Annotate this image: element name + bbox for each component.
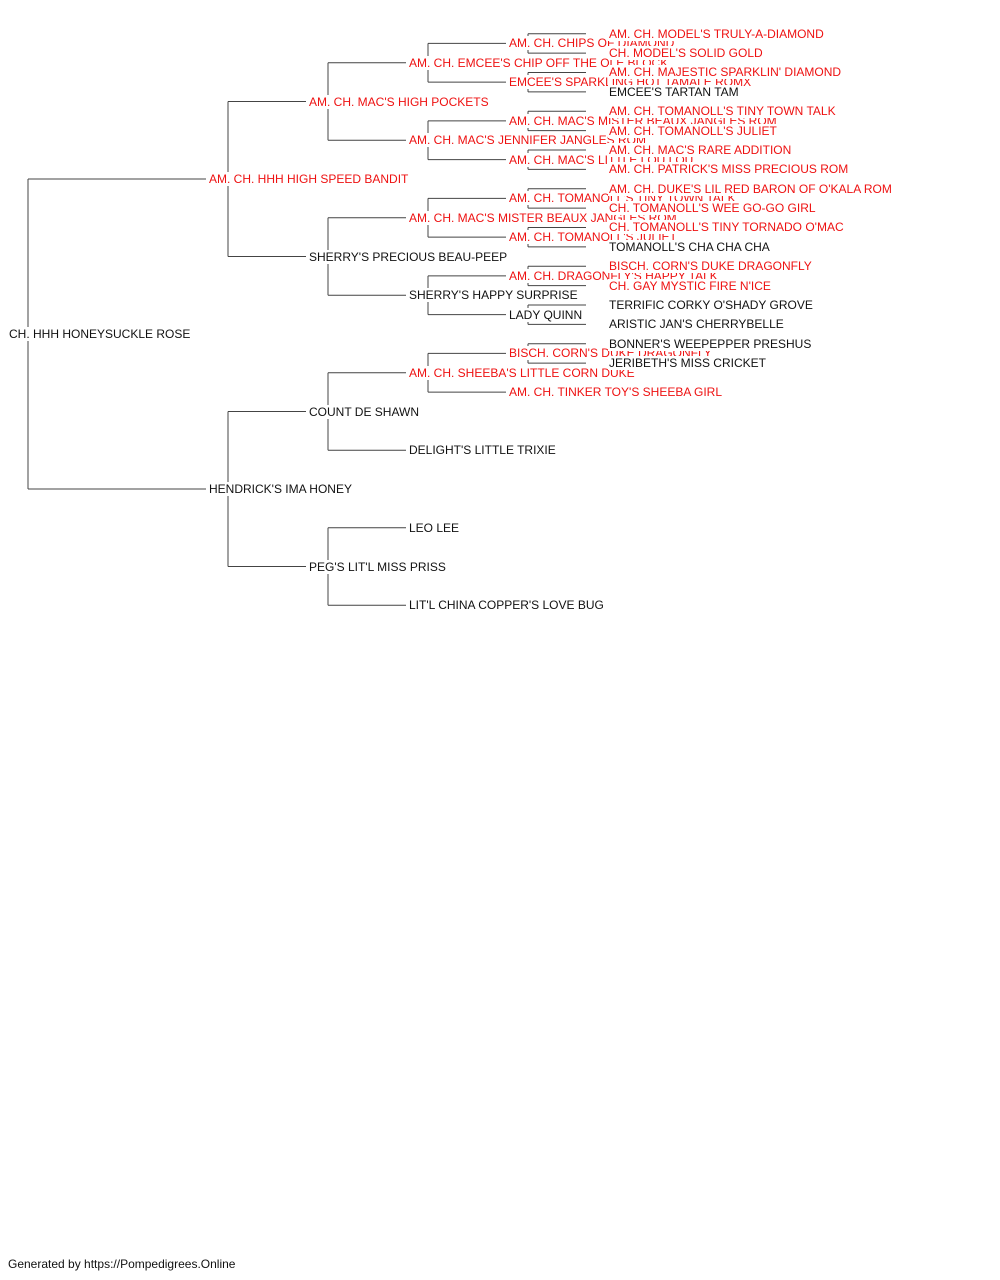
- pedigree-node-am-ch-model-s-truly-a-diamond: AM. CH. MODEL'S TRULY-A-DIAMOND: [608, 26, 825, 41]
- pedigree-node-hendrick-s-ima-honey: HENDRICK'S IMA HONEY: [208, 482, 353, 496]
- pedigree-node-ch-gay-mystic-fire-n-ice: CH. GAY MYSTIC FIRE N'ICE: [608, 278, 772, 293]
- footer-credit: Generated by https://Pompedigrees.Online: [8, 1257, 236, 1271]
- pedigree-node-sherry-s-happy-surprise: SHERRY'S HAPPY SURPRISE: [408, 288, 579, 303]
- pedigree-node-am-ch-tomanoll-s-tiny-town-talk: AM. CH. TOMANOLL'S TINY TOWN TALK: [608, 104, 837, 119]
- pedigree-node-sherry-s-precious-beau-peep: SHERRY'S PRECIOUS BEAU-PEEP: [308, 249, 509, 264]
- pedigree-node-am-ch-mac-s-jennifer-jangles-rom: AM. CH. MAC'S JENNIFER JANGLES ROM: [408, 133, 647, 148]
- pedigree-node-lady-quinn: LADY QUINN: [508, 307, 584, 322]
- pedigree-node-ch-tomanoll-s-wee-go-go-girl: CH. TOMANOLL'S WEE GO-GO GIRL: [608, 201, 817, 216]
- pedigree-node-am-ch-duke-s-lil-red-baron-of-o-kala-rom: AM. CH. DUKE'S LIL RED BARON OF O'KALA R…: [608, 181, 893, 196]
- pedigree-node-lit-l-china-copper-s-love-bug: LIT'L CHINA COPPER'S LOVE BUG: [408, 598, 605, 613]
- pedigree-node-tomanoll-s-cha-cha-cha: TOMANOLL'S CHA CHA CHA: [608, 239, 771, 254]
- pedigree-node-am-ch-mac-s-rare-addition: AM. CH. MAC'S RARE ADDITION: [608, 142, 793, 157]
- pedigree-node-am-ch-sheeba-s-little-corn-duke: AM. CH. SHEEBA'S LITTLE CORN DUKE: [408, 365, 636, 380]
- pedigree-node-ch-tomanoll-s-tiny-tornado-o-mac: CH. TOMANOLL'S TINY TORNADO O'MAC: [608, 220, 845, 235]
- pedigree-node-am-ch-mac-s-high-pockets: AM. CH. MAC'S HIGH POCKETS: [308, 94, 490, 109]
- pedigree-node-aristic-jan-s-cherrybelle: ARISTIC JAN'S CHERRYBELLE: [608, 317, 785, 332]
- pedigree-node-emcee-s-tartan-tam: EMCEE'S TARTAN TAM: [608, 84, 740, 99]
- pedigree-node-count-de-shawn: COUNT DE SHAWN: [308, 404, 421, 419]
- pedigree-node-ch-hhh-honeysuckle-rose: CH. HHH HONEYSUCKLE ROSE: [8, 327, 192, 341]
- pedigree-node-delight-s-little-trixie: DELIGHT'S LITTLE TRIXIE: [408, 443, 557, 458]
- pedigree-node-leo-lee: LEO LEE: [408, 520, 461, 535]
- pedigree-node-bonner-s-weepepper-preshus: BONNER'S WEEPEPPER PRESHUS: [608, 336, 813, 351]
- pedigree-node-am-ch-majestic-sparklin-diamond: AM. CH. MAJESTIC SPARKLIN' DIAMOND: [608, 65, 843, 80]
- pedigree-node-jeribeth-s-miss-cricket: JERIBETH'S MISS CRICKET: [608, 356, 767, 371]
- pedigree-node-terrific-corky-o-shady-grove: TERRIFIC CORKY O'SHADY GROVE: [608, 297, 814, 312]
- pedigree-node-am-ch-tinker-toy-s-sheeba-girl: AM. CH. TINKER TOY'S SHEEBA GIRL: [508, 385, 724, 400]
- pedigree-node-peg-s-lit-l-miss-priss: PEG'S LIT'L MISS PRISS: [308, 559, 447, 574]
- pedigree-node-am-ch-tomanoll-s-juliet: AM. CH. TOMANOLL'S JULIET: [608, 123, 778, 138]
- pedigree-node-bisch-corn-s-duke-dragonfly: BISCH. CORN'S DUKE DRAGONFLY: [608, 259, 813, 274]
- pedigree-node-am-ch-emcee-s-chip-off-the-ole-block: AM. CH. EMCEE'S CHIP OFF THE OLE BLOCK: [408, 55, 670, 70]
- pedigree-node-am-ch-hhh-high-speed-bandit: AM. CH. HHH HIGH SPEED BANDIT: [208, 172, 410, 186]
- pedigree-node-ch-model-s-solid-gold: CH. MODEL'S SOLID GOLD: [608, 46, 764, 61]
- pedigree-node-am-ch-patrick-s-miss-precious-rom: AM. CH. PATRICK'S MISS PRECIOUS ROM: [608, 162, 850, 177]
